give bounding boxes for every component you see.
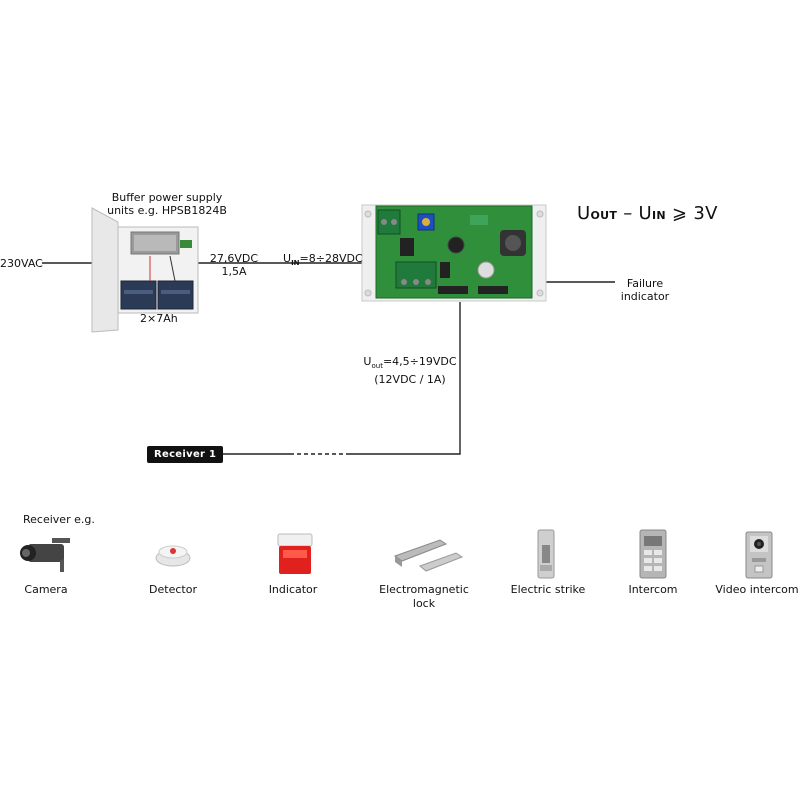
dc-link-current: 1,5A bbox=[221, 265, 247, 278]
device-label-lock-line2: lock bbox=[412, 597, 436, 610]
formula-sub-out: OUT bbox=[590, 209, 618, 222]
electric-strike-icon bbox=[537, 529, 555, 579]
receiver-1-box: Receiver 1 bbox=[147, 446, 224, 463]
uout-label: Uout=4,5÷19VDC (12VDC / 1A) bbox=[355, 355, 465, 386]
siren-icon bbox=[277, 533, 313, 574]
device-label-indicator: Indicator bbox=[268, 583, 318, 596]
psu-title-line2: units e.g. HPSB1824B bbox=[107, 204, 227, 217]
uout-sub: out bbox=[371, 362, 383, 371]
uin-sub: IN bbox=[291, 259, 300, 268]
camera-icon bbox=[20, 538, 70, 572]
formula-u2: U bbox=[638, 203, 652, 224]
ac-input-label: 230VAC bbox=[0, 257, 43, 270]
magnetic-lock-icon bbox=[393, 539, 464, 572]
receivers-title: Receiver e.g. bbox=[23, 513, 95, 526]
device-label-video-intercom: Video intercom bbox=[715, 583, 799, 596]
device-label-detector: Detector bbox=[149, 583, 197, 596]
uin-range: =8÷28VDC bbox=[299, 252, 363, 265]
dc-link-voltage: 27,6VDC bbox=[209, 252, 259, 265]
uin-symbol: U bbox=[283, 252, 292, 265]
intercom-icon bbox=[639, 529, 667, 579]
uout-range: =4,5÷19VDC bbox=[382, 355, 457, 368]
voltage-rule-formula: UOUT – UIN ⩾ 3V bbox=[577, 203, 718, 224]
dc-link-label: 27,6VDC 1,5A bbox=[206, 252, 262, 278]
device-label-intercom: Intercom bbox=[628, 583, 678, 596]
output-wire bbox=[350, 302, 461, 455]
converter-module bbox=[361, 204, 547, 302]
formula-u1: U bbox=[577, 203, 591, 224]
psu-title: Buffer power supply units e.g. HPSB1824B bbox=[102, 191, 232, 217]
device-label-electromagnetic-lock: Electromagnetic lock bbox=[374, 583, 474, 611]
uout-nominal: (12VDC / 1A) bbox=[374, 373, 446, 387]
formula-sub-in: IN bbox=[652, 209, 666, 222]
failure-indicator-label: Failure indicator bbox=[615, 277, 675, 303]
battery-label: 2×7Ah bbox=[140, 312, 178, 325]
failure-line1: Failure bbox=[626, 277, 664, 290]
uin-label: UIN=8÷28VDC bbox=[283, 252, 363, 270]
formula-relation: ⩾ 3V bbox=[665, 203, 718, 224]
device-label-lock-line1: Electromagnetic bbox=[379, 583, 469, 596]
failure-line2: indicator bbox=[620, 290, 670, 303]
video-intercom-icon bbox=[745, 531, 773, 579]
smoke-detector-icon bbox=[155, 545, 191, 567]
device-label-camera: Camera bbox=[24, 583, 68, 596]
psu-title-line1: Buffer power supply bbox=[111, 191, 223, 204]
power-supply-cabinet bbox=[91, 207, 199, 333]
uout-symbol: U bbox=[363, 355, 372, 368]
device-label-electric-strike: Electric strike bbox=[510, 583, 586, 596]
formula-operator: – bbox=[617, 203, 639, 224]
